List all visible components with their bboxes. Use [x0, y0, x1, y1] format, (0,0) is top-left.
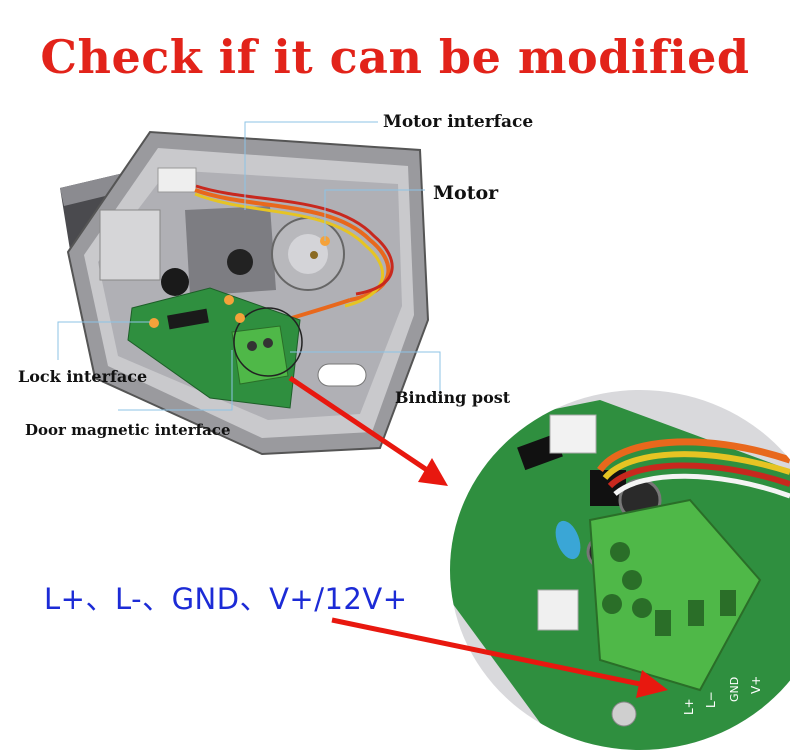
terminal-label: L−	[704, 691, 718, 708]
page-title: Check if it can be modified	[40, 30, 750, 84]
lock-body-image	[60, 130, 430, 456]
red-arrows	[288, 375, 668, 698]
pcb-closeup-image: L+ L− GND V+	[450, 390, 790, 750]
callout-lock-interface: Lock interface	[18, 367, 148, 386]
callout-door-magnetic-interface: Door magnetic interface	[25, 421, 231, 439]
terminal-label: V+	[749, 676, 763, 694]
callout-motor-interface: Motor interface	[383, 112, 534, 132]
callout-lines	[57, 121, 441, 411]
terminal-label: L+	[682, 698, 696, 715]
callout-binding-post: Binding post	[395, 388, 511, 407]
terminal-label: GND	[728, 677, 741, 702]
callout-motor: Motor	[433, 182, 499, 204]
pin-list-text: L+、L-、GND、V+/12V+	[44, 582, 408, 616]
